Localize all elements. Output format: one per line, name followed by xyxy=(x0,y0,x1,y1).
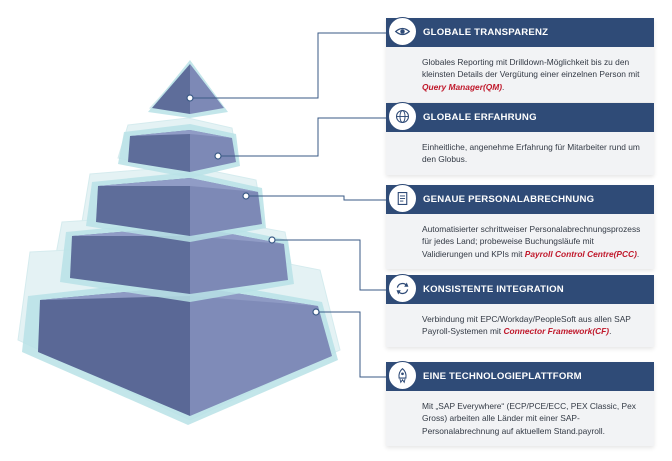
connector-dots xyxy=(186,94,320,316)
card-title: KONSISTENTE INTEGRATION xyxy=(423,284,564,295)
card-globale-transparenz: GLOBALE TRANSPARENZ Globales Reporting m… xyxy=(386,17,654,103)
pyramid-tier-5 xyxy=(22,278,338,425)
card-description: Globales Reporting mit Drilldown-Möglich… xyxy=(422,57,640,92)
card-title: GENAUE PERSONALABRECHNUNG xyxy=(423,194,595,205)
pyramid-tier-2 xyxy=(118,124,240,178)
highlight-product: Connector Framework(CF) xyxy=(503,326,610,337)
card-header: GLOBALE ERFAHRUNG xyxy=(386,102,654,132)
rocket-icon xyxy=(388,361,417,390)
card-description: Mit „SAP Everywhere“ (ECP/PCE/ECC, PEX C… xyxy=(422,401,636,436)
card-header: GLOBALE TRANSPARENZ xyxy=(386,17,654,47)
document-icon xyxy=(388,184,417,213)
card-description: Einheitliche, angenehme Erfahrung für Mi… xyxy=(422,142,640,165)
card-title: GLOBALE ERFAHRUNG xyxy=(423,112,537,123)
card-genaue-personalabrechnung: GENAUE PERSONALABRECHNUNG Automatisierte… xyxy=(386,184,654,270)
pyramid-tier-1 xyxy=(148,60,228,118)
card-globale-erfahrung: GLOBALE ERFAHRUNG Einheitliche, angenehm… xyxy=(386,102,654,175)
card-description: Verbindung mit EPC/Workday/PeopleSoft au… xyxy=(422,314,631,337)
card-konsistente-integration: KONSISTENTE INTEGRATION Verbindung mit E… xyxy=(386,274,654,347)
pyramid-tier-4 xyxy=(60,220,294,302)
globe-icon xyxy=(388,102,417,131)
sync-icon xyxy=(388,274,417,303)
eye-icon xyxy=(388,17,417,46)
highlight-product: Payroll Control Centre(PCC) xyxy=(524,248,637,259)
card-header: GENAUE PERSONALABRECHNUNG xyxy=(386,184,654,214)
card-header: KONSISTENTE INTEGRATION xyxy=(386,274,654,304)
card-title: EINE TECHNOLOGIEPLATTFORM xyxy=(423,371,582,382)
highlight-product: Query Manager(QM) xyxy=(422,81,503,92)
card-header: EINE TECHNOLOGIEPLATTFORM xyxy=(386,361,654,391)
card-title: GLOBALE TRANSPARENZ xyxy=(423,27,549,38)
card-description: Automatisierter schrittweiser Personalab… xyxy=(422,224,641,259)
card-eine-technologieplattform: EINE TECHNOLOGIEPLATTFORM Mit „SAP Every… xyxy=(386,361,654,447)
pyramid-tier-3 xyxy=(86,172,266,242)
connector-lines xyxy=(190,32,388,378)
